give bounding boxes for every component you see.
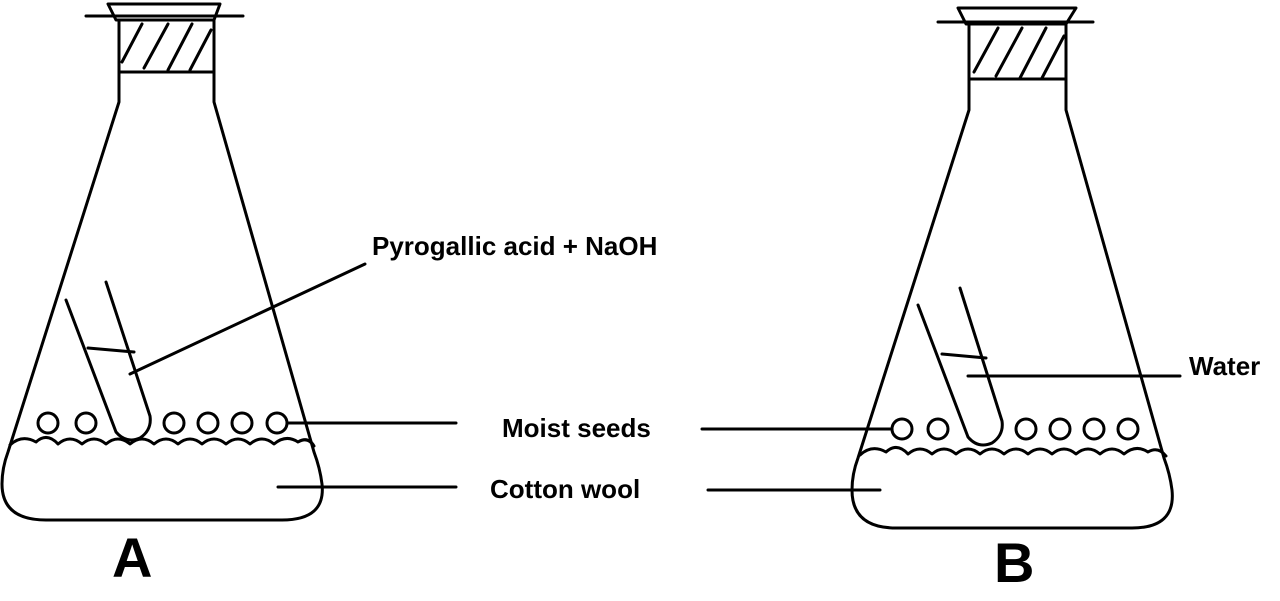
label-pyrogallic-acid: Pyrogallic acid + NaOH (372, 231, 657, 261)
label-flask-a: A (112, 526, 152, 589)
flask-a-seeds (36, 411, 289, 435)
flask-a-test-tube (64, 280, 152, 442)
leader-lines (128, 262, 1182, 492)
flask-a-stopper (84, 2, 245, 74)
flask-b-test-tube (916, 286, 1004, 447)
flask-b-body (850, 77, 1174, 530)
label-water: Water (1189, 351, 1260, 381)
leader-pyrogallic (128, 262, 367, 376)
flask-a-body (0, 70, 324, 522)
flask-b-seeds (890, 417, 1140, 441)
flask-b (850, 6, 1174, 530)
flask-b-cotton-wool (858, 446, 1168, 458)
flask-a (0, 2, 324, 522)
flask-b-stopper (936, 6, 1095, 81)
label-cotton-wool: Cotton wool (490, 474, 640, 504)
flask-a-cotton-wool (8, 436, 316, 448)
label-flask-b: B (994, 531, 1034, 594)
label-moist-seeds: Moist seeds (502, 413, 651, 443)
